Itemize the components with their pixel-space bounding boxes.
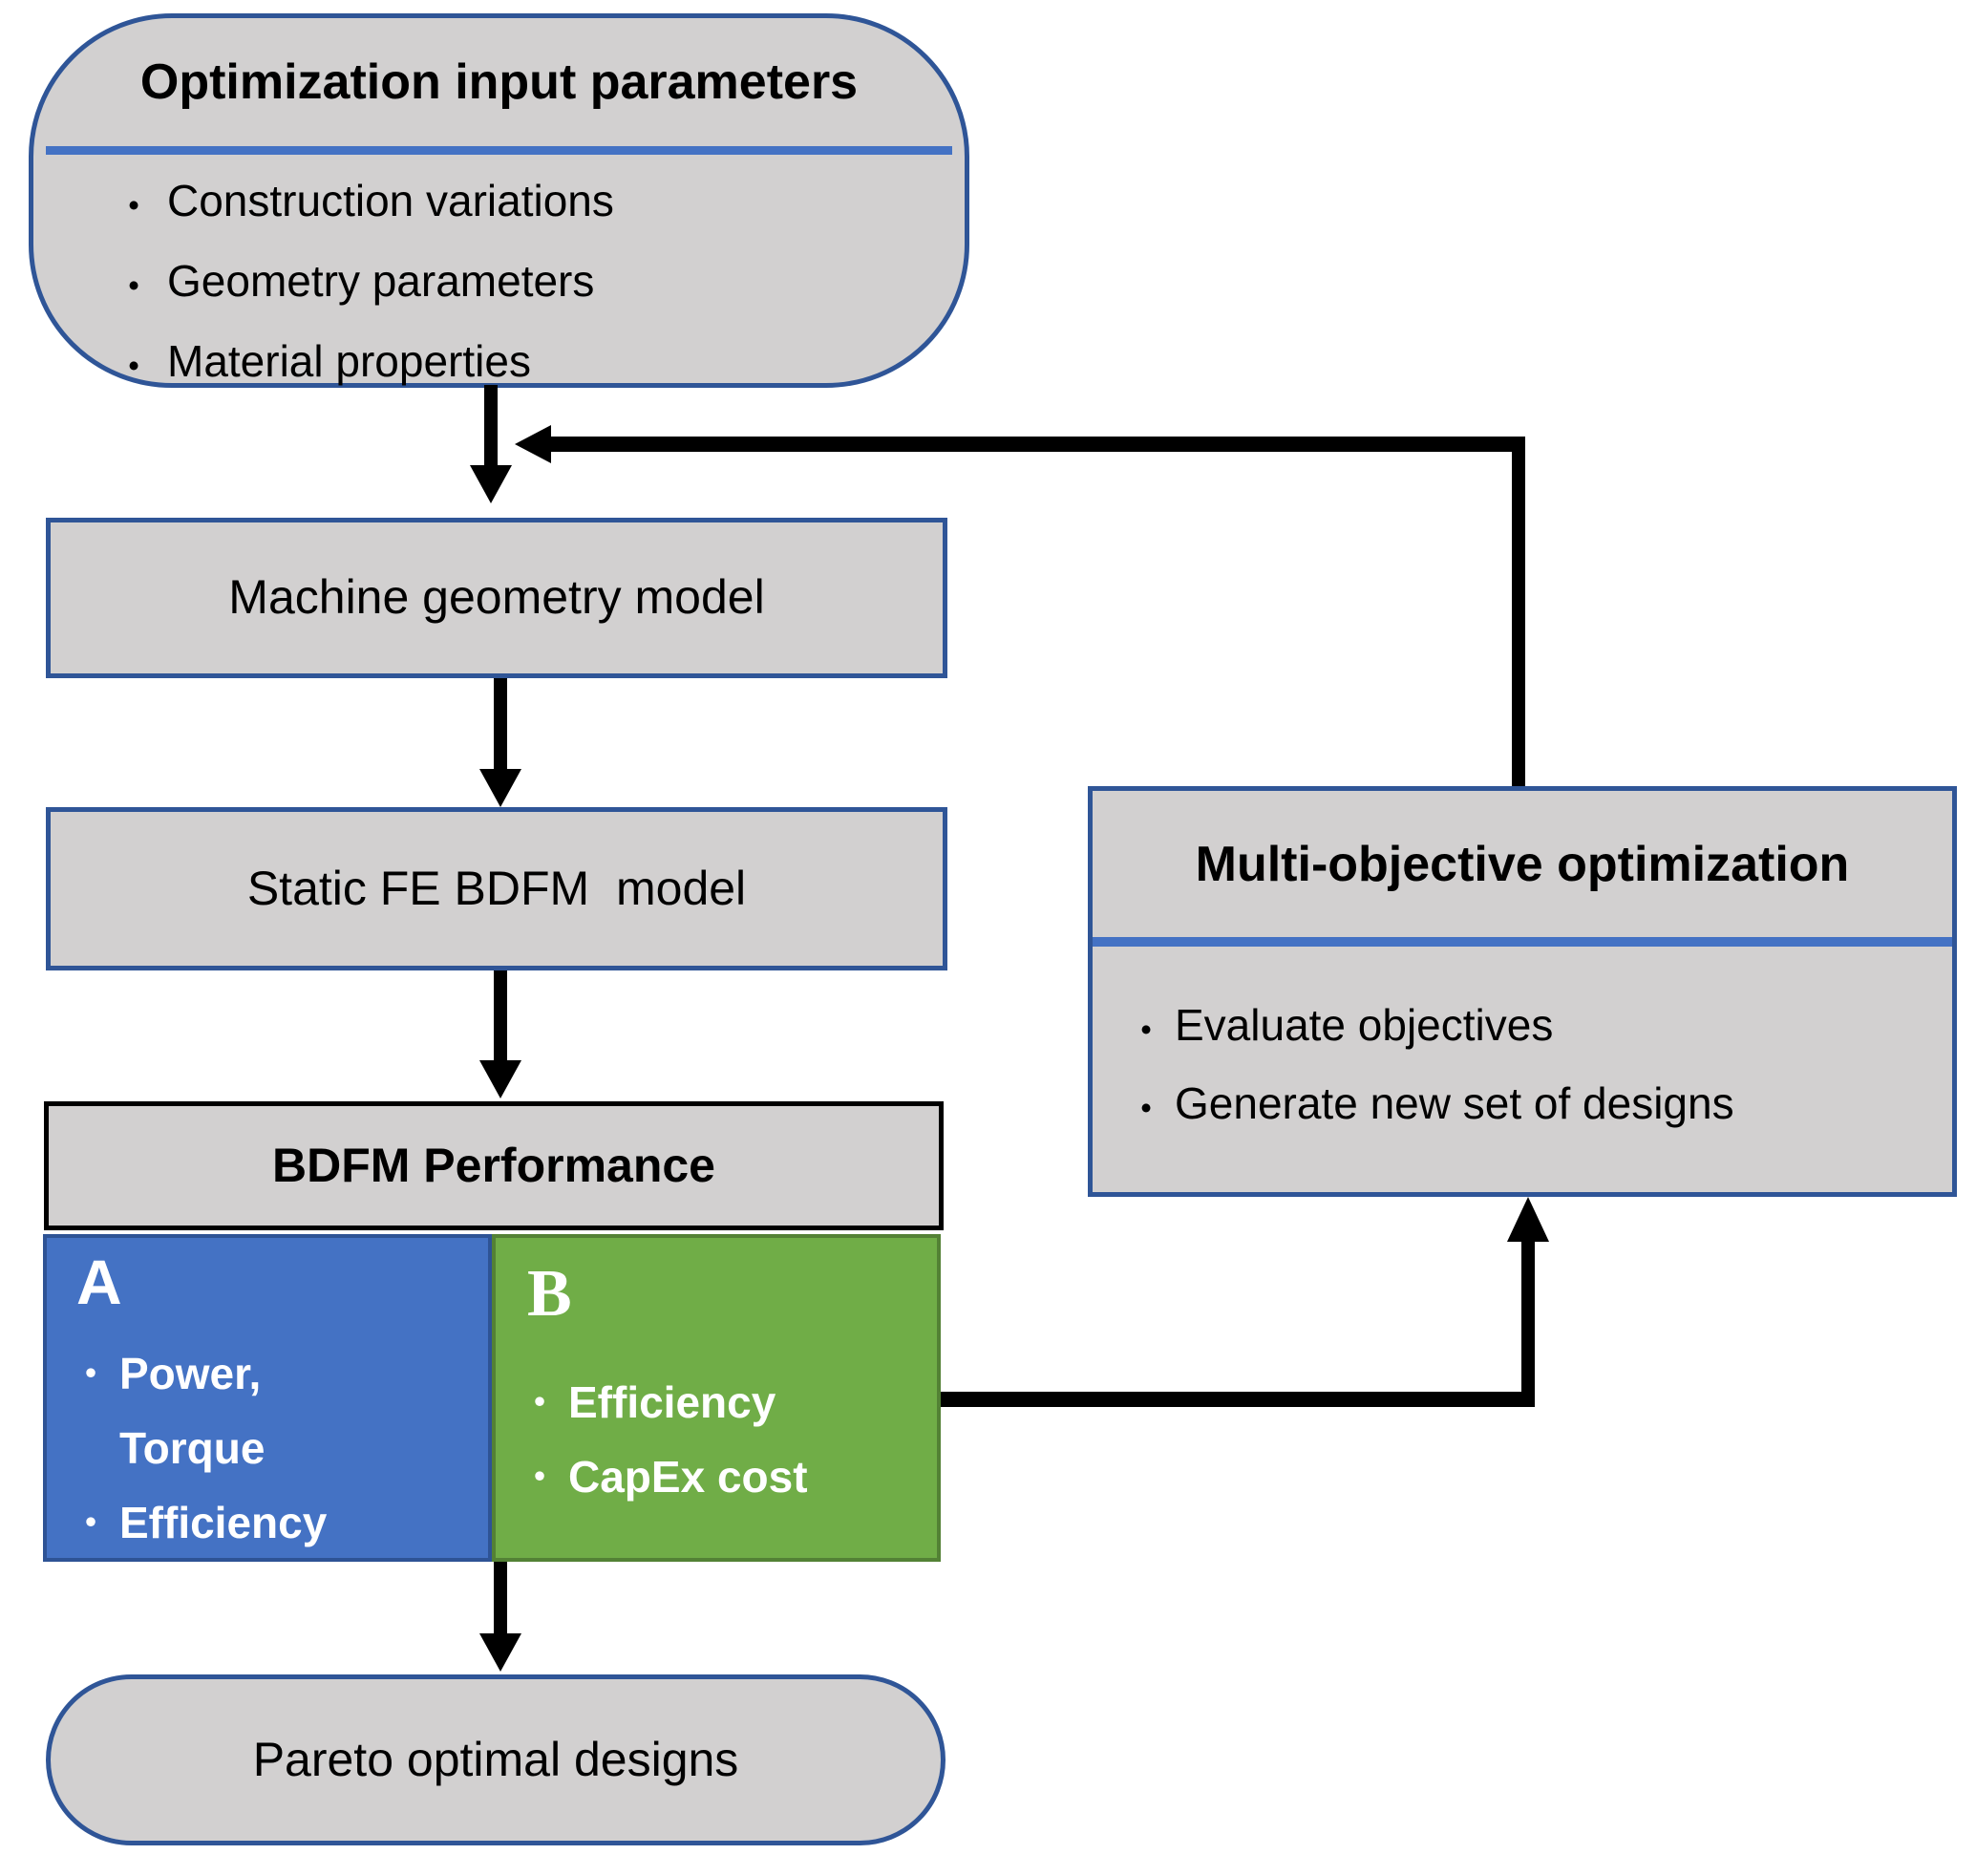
bullet-icon: • (534, 1459, 545, 1494)
node-multi-objective-optimization: Multi-objective optimization • Evaluate … (1088, 786, 1957, 1197)
arrow-branch-b-to-moo-head (1507, 1197, 1549, 1242)
bullet-label: Efficiency (568, 1377, 776, 1427)
bullet-icon: • (85, 1355, 96, 1391)
arrow-feedback-horizontal (551, 437, 1525, 452)
node-bdfm-performance: BDFM Performance (44, 1101, 944, 1230)
node-machine-geometry-model: Machine geometry model (46, 518, 947, 678)
list-item: • Evaluate objectives (1093, 989, 1952, 1067)
arrow-input-to-geometry-head (470, 465, 512, 503)
arrow-branch-b-to-moo-horizontal (941, 1392, 1535, 1407)
list-item: • Efficiency (47, 1485, 488, 1560)
list-item: • Efficiency (496, 1365, 937, 1439)
bullet-icon: • (534, 1384, 545, 1419)
list-item: • Material properties (33, 324, 965, 404)
title-divider (1093, 937, 1952, 947)
node-optimization-input-title: Optimization input parameters (139, 54, 859, 110)
arrow-feedback-vertical (1512, 437, 1525, 786)
arrow-input-to-geometry-shaft (484, 385, 498, 465)
branch-b-bullet-list: • Efficiency • CapEx cost (496, 1345, 937, 1514)
bullet-label: Efficiency (119, 1498, 328, 1547)
arrow-performance-to-pareto-shaft (494, 1562, 507, 1633)
node-pareto-optimal-designs-label: Pareto optimal designs (252, 1732, 739, 1786)
bullet-icon: • (128, 349, 139, 384)
bullet-label: Generate new set of designs (1175, 1078, 1734, 1128)
arrow-geometry-to-static-shaft (494, 678, 507, 769)
list-item: • Construction variations (33, 163, 965, 244)
branch-a-panel: A • Power, Torque • Efficiency (43, 1234, 492, 1562)
bullet-label: Construction variations (167, 176, 614, 225)
list-item: • Geometry parameters (33, 244, 965, 324)
branch-b-panel: B • Efficiency • CapEx cost (492, 1234, 941, 1562)
bullet-label: Material properties (167, 336, 531, 386)
bullet-label: Power, Torque (119, 1349, 266, 1473)
branch-b-tag: B (527, 1257, 572, 1331)
list-item: • Power, Torque (47, 1336, 488, 1485)
bullet-icon: • (128, 188, 139, 224)
bullet-icon: • (1140, 1091, 1152, 1126)
node-machine-geometry-model-label: Machine geometry model (228, 570, 765, 625)
arrow-feedback-head (515, 425, 551, 463)
list-item: • CapEx cost (496, 1439, 937, 1514)
bullet-icon: • (1140, 1013, 1152, 1048)
arrow-static-to-performance-head (479, 1060, 521, 1098)
node-static-fe-bdfm-model: Static FE BDFM model (46, 807, 947, 970)
arrow-performance-to-pareto-head (479, 1633, 521, 1672)
arrow-branch-b-to-moo-vertical (1521, 1242, 1535, 1407)
list-item: • Generate new set of designs (1093, 1067, 1952, 1145)
node-multi-objective-optimization-title: Multi-objective optimization (1195, 836, 1850, 892)
bullet-icon: • (128, 268, 139, 304)
optimization-input-bullet-list: • Construction variations • Geometry par… (33, 155, 965, 404)
title-divider (46, 146, 952, 155)
node-static-fe-bdfm-model-label: Static FE BDFM model (246, 861, 747, 915)
branch-a-bullet-list: • Power, Torque • Efficiency (47, 1327, 488, 1560)
bullet-icon: • (85, 1504, 96, 1540)
moo-bullet-list: • Evaluate objectives • Generate new set… (1093, 947, 1952, 1145)
arrow-static-to-performance-shaft (494, 970, 507, 1060)
node-optimization-input: Optimization input parameters • Construc… (29, 13, 969, 388)
node-bdfm-performance-label: BDFM Performance (272, 1138, 715, 1192)
bullet-label: CapEx cost (568, 1452, 808, 1502)
bullet-label: Geometry parameters (167, 256, 595, 306)
node-pareto-optimal-designs: Pareto optimal designs (46, 1674, 946, 1845)
bullet-label: Evaluate objectives (1175, 1000, 1554, 1050)
arrow-geometry-to-static-head (479, 769, 521, 807)
branch-a-tag: A (76, 1247, 122, 1317)
